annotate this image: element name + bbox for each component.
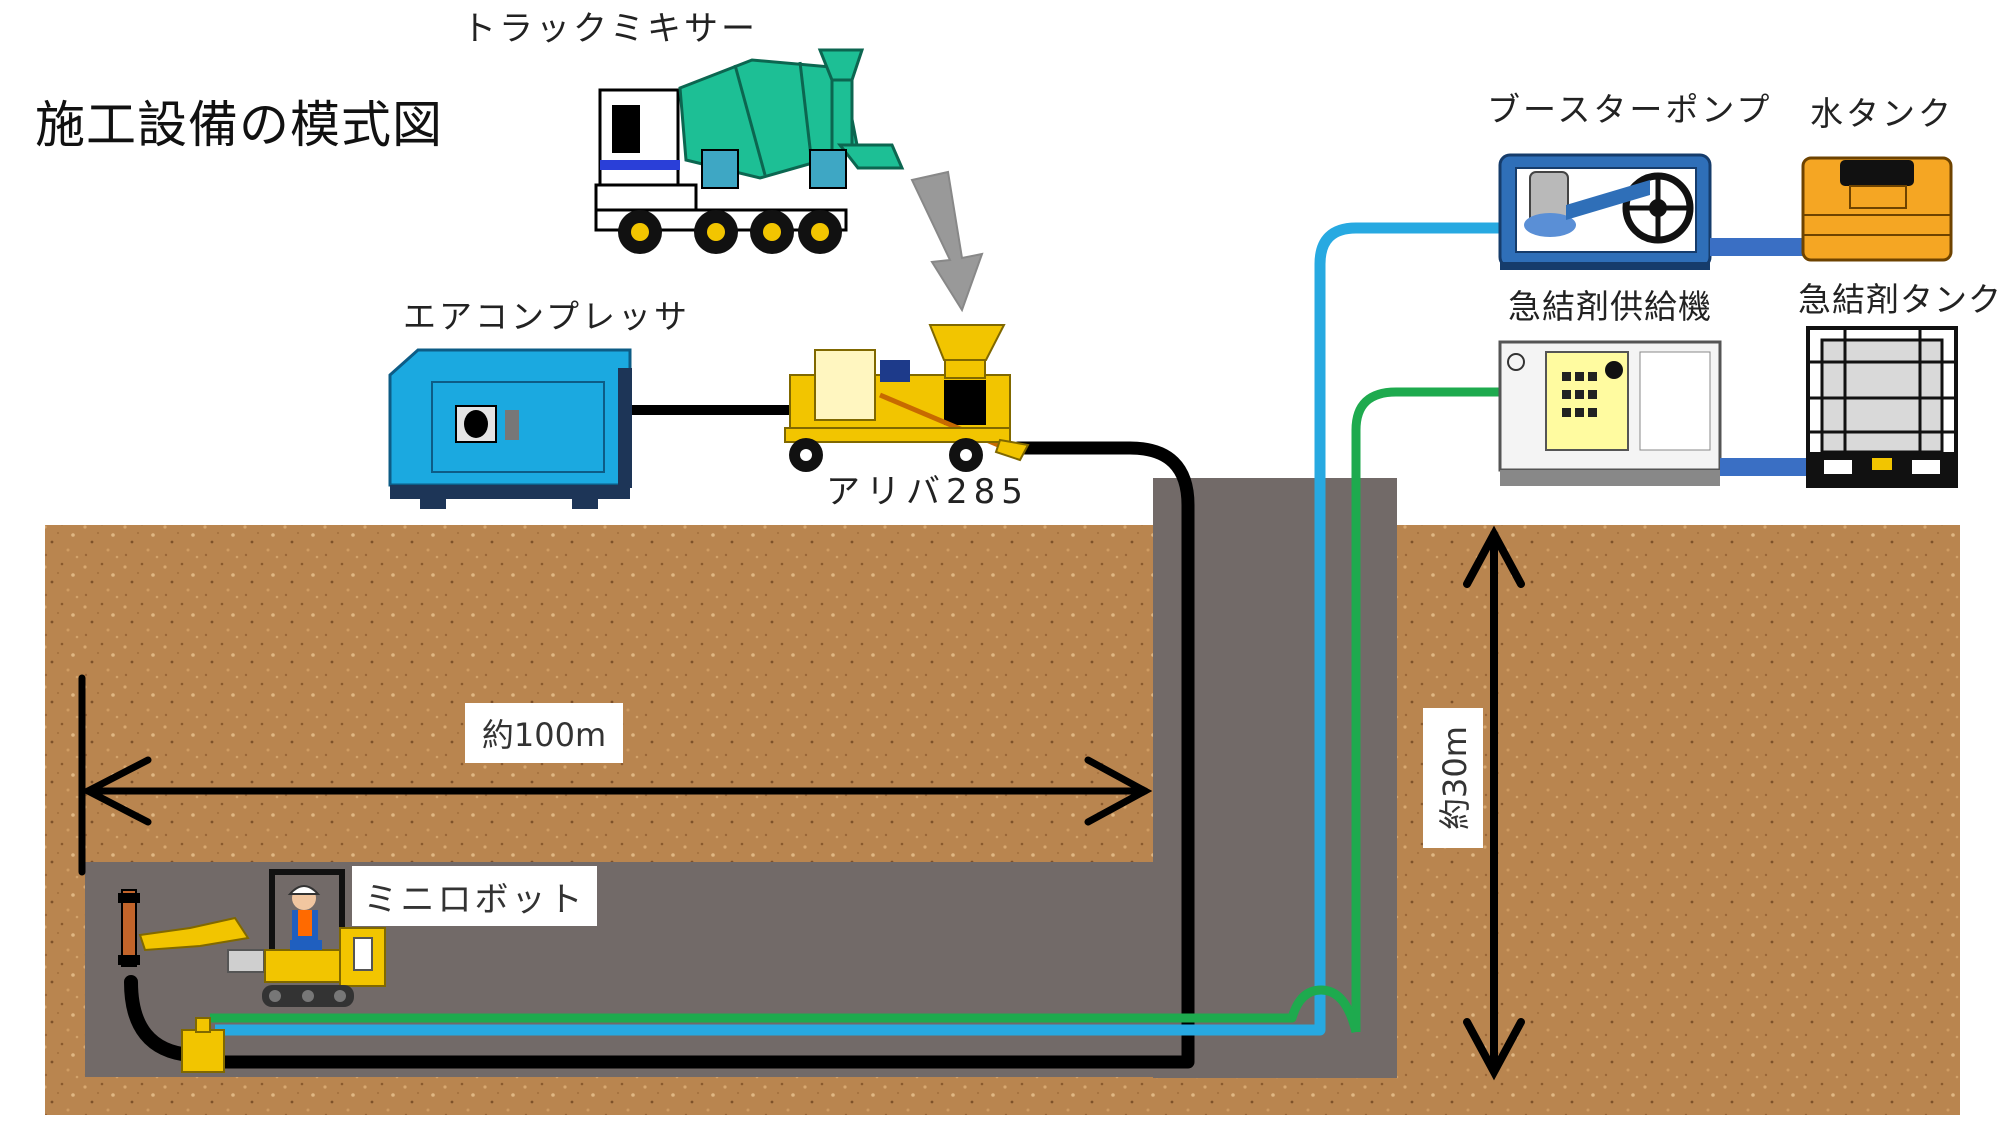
distance-arrow-icon bbox=[78, 674, 1153, 876]
water-line bbox=[215, 222, 1500, 1036]
feed-arrow-icon bbox=[910, 170, 984, 313]
mini-robot-icon bbox=[118, 869, 386, 1073]
booster-pump-icon bbox=[1498, 153, 1712, 270]
feeder-tank-pipe bbox=[1720, 458, 1812, 476]
label-accelerator-feeder: 急結剤供給機 bbox=[1508, 287, 1712, 326]
accelerator-line bbox=[210, 387, 1500, 1034]
air-compressor-icon bbox=[388, 348, 632, 509]
label-depth-box: 約30m bbox=[1423, 708, 1483, 848]
label-accelerator-tank: 急結剤タンク bbox=[1798, 280, 2002, 319]
depth-arrow-icon bbox=[1463, 525, 1525, 1081]
label-water-tank: 水タンク bbox=[1810, 94, 1954, 133]
worker-icon bbox=[287, 885, 322, 950]
label-booster-pump: ブースターポンプ bbox=[1487, 90, 1773, 129]
aliva-machine-icon bbox=[784, 324, 1030, 472]
truck-mixer-icon bbox=[594, 48, 905, 254]
concrete-hose bbox=[124, 405, 1195, 1069]
label-air-compressor: エアコンプレッサ bbox=[403, 297, 691, 336]
label-aliva: アリバ285 bbox=[826, 472, 1029, 512]
label-mini-robot: ミニロボット bbox=[352, 866, 597, 926]
label-truck-mixer: トラックミキサー bbox=[462, 9, 758, 49]
pump-tank-pipe bbox=[1710, 238, 1810, 256]
accelerator-tank-icon bbox=[1806, 326, 1958, 488]
water-tank-icon bbox=[1801, 156, 1953, 262]
page-title: 施工設備の模式図 bbox=[35, 96, 443, 154]
label-depth-vertical: 約30m bbox=[1436, 726, 1474, 830]
accelerator-feeder-icon bbox=[1498, 340, 1722, 486]
label-distance-horizontal: 約100m bbox=[465, 703, 623, 763]
